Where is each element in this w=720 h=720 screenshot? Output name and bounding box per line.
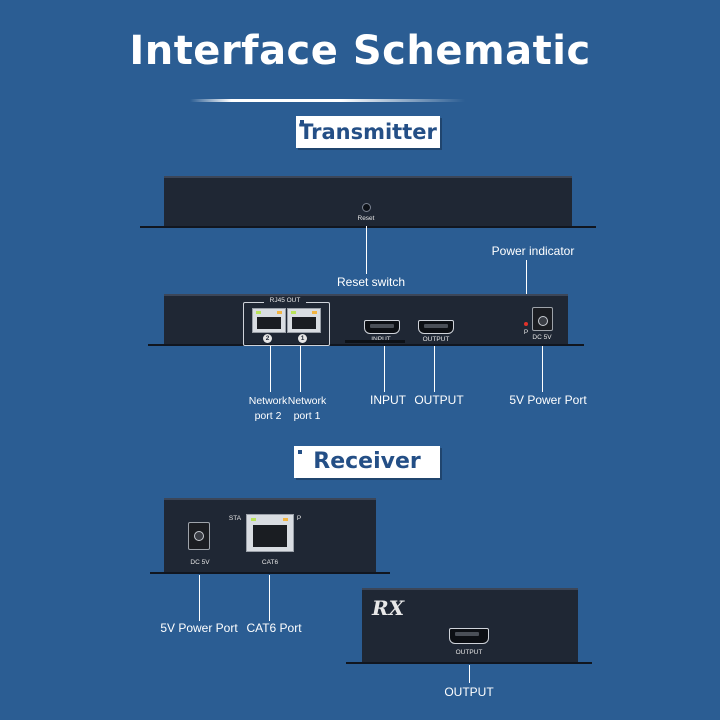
transmitter-top-flange [140,226,596,228]
cat6-socket [253,525,287,547]
receiver-output-flange [346,662,592,664]
output-label: OUTPUT [414,393,464,407]
transmitter-dc-jack[interactable] [532,307,553,331]
receiver-dc5v-text: DC 5V [190,559,210,566]
network-port-1-label: Network port 1 [287,395,327,422]
network-port-2[interactable] [252,308,286,333]
receiver-front-flange [150,572,390,574]
cat6-led-left [251,518,256,521]
network-port-2-label: Network port 2 [248,395,288,422]
cat6-port[interactable] [246,514,294,552]
transmitter-label-text: Transmitter [299,120,437,144]
transmitter-section-label: Transmitter [296,116,440,148]
reset-switch-label: Reset switch [336,275,406,289]
power-led-icon [524,322,528,326]
hdmi-input-port[interactable] [364,320,400,334]
port1-led-left [291,311,296,314]
reset-button-icon[interactable] [362,203,371,212]
hdmi-input-panel-text: INPUT [361,336,401,343]
transmitter-dc5v-text: DC 5V [532,334,552,341]
transmitter-top-panel [164,176,572,228]
receiver-section-label: Receiver [294,446,440,478]
port1-number: 1 [298,334,307,343]
power-indicator-line [526,260,528,320]
panel-slot [345,340,405,343]
transmitter-front-flange [148,344,584,346]
rj45-out-text: RJ45 OUT [269,297,301,304]
cat6-led-right [283,518,288,521]
receiver-cat6-line [269,575,271,621]
receiver-cat6-text: CAT6 [261,559,279,566]
receiver-p-text: P [296,515,302,522]
receiver-output-label: OUTPUT [444,685,494,699]
port1-socket [292,317,316,329]
receiver-label-text: Receiver [313,449,421,474]
reset-panel-text: Reset [357,215,375,222]
input-line [384,346,386,392]
receiver-output-panel-text: OUTPUT [455,649,483,656]
page-title: Interface Schematic [129,28,591,74]
port1-led-right [312,311,317,314]
receiver-output-panel [362,588,578,664]
receiver-power-line [199,575,201,621]
receiver-output-line [469,665,471,683]
output-line [434,346,436,392]
receiver-power-port-label: 5V Power Port [160,621,238,635]
port2-socket [257,317,281,329]
hdmi-output-port[interactable] [418,320,454,334]
receiver-hdmi-output-port[interactable] [449,628,489,644]
rj45-frame-gap [264,298,306,306]
power-indicator-label: Power indicator [491,244,575,258]
network-port-1[interactable] [287,308,321,333]
port2-number: 2 [263,334,272,343]
network-port-2-line [270,346,272,392]
reset-callout-line [366,226,368,274]
input-label: INPUT [370,393,406,407]
power-port-line [542,346,544,392]
receiver-sta-text: STA [228,515,242,522]
receiver-dc-jack[interactable] [188,522,210,550]
port2-led-right [277,311,282,314]
hdmi-output-panel-text: OUTPUT [422,336,450,343]
port2-led-left [256,311,261,314]
power-led-p-text: P [523,329,529,336]
cat6-port-label: CAT6 Port [246,621,302,635]
power-port-label: 5V Power Port [509,393,587,407]
title-underline [190,99,465,102]
network-port-1-line [300,346,302,392]
rx-logo: RX [372,596,405,620]
